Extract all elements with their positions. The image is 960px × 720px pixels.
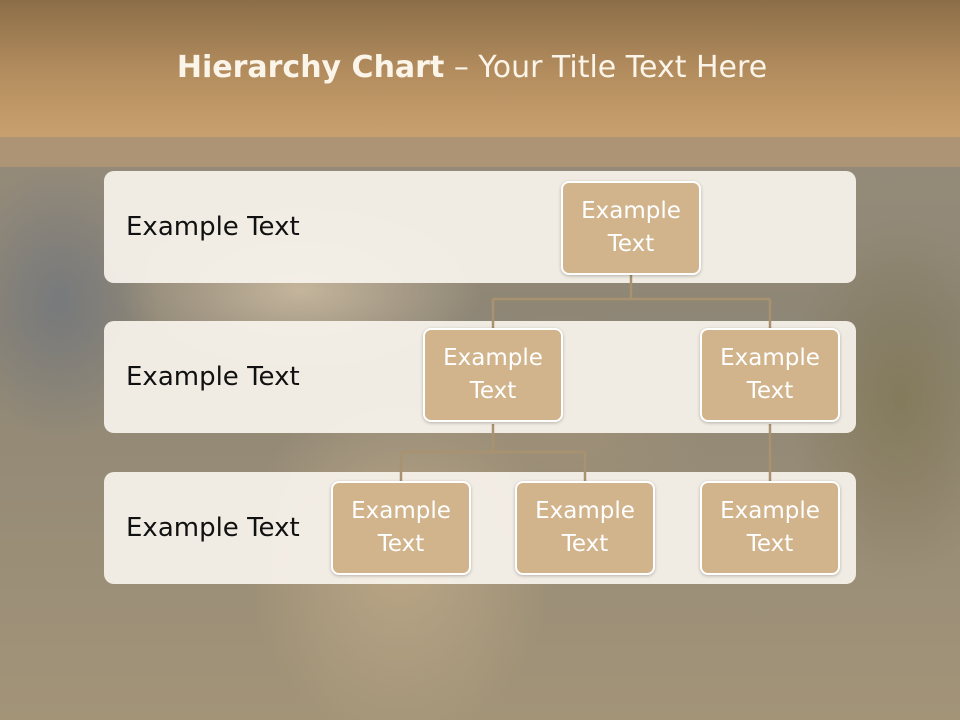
node-level3-c[interactable]: Example Text xyxy=(700,481,840,575)
node-root-label: Example Text xyxy=(581,198,681,257)
node-level2-left-label: Example Text xyxy=(443,345,543,404)
node-level3-c-label: Example Text xyxy=(720,498,820,557)
slide-title-rest: – Your Title Text Here xyxy=(444,50,768,85)
row-label-3[interactable]: Example Text xyxy=(126,513,300,543)
slide-title-bold: Hierarchy Chart xyxy=(176,50,445,85)
slide-title[interactable]: Hierarchy Chart – Your Title Text Here xyxy=(0,50,944,85)
node-root[interactable]: Example Text xyxy=(561,181,701,275)
node-level2-left[interactable]: Example Text xyxy=(423,328,563,422)
title-band xyxy=(0,0,960,137)
row-label-1[interactable]: Example Text xyxy=(126,212,300,242)
title-band-strip xyxy=(0,137,960,167)
node-level2-right-label: Example Text xyxy=(720,345,820,404)
node-level3-b-label: Example Text xyxy=(535,498,635,557)
node-level3-a[interactable]: Example Text xyxy=(331,481,471,575)
row-panel-1 xyxy=(104,171,856,283)
node-level3-b[interactable]: Example Text xyxy=(515,481,655,575)
row-label-2[interactable]: Example Text xyxy=(126,362,300,392)
node-level2-right[interactable]: Example Text xyxy=(700,328,840,422)
node-level3-a-label: Example Text xyxy=(351,498,451,557)
